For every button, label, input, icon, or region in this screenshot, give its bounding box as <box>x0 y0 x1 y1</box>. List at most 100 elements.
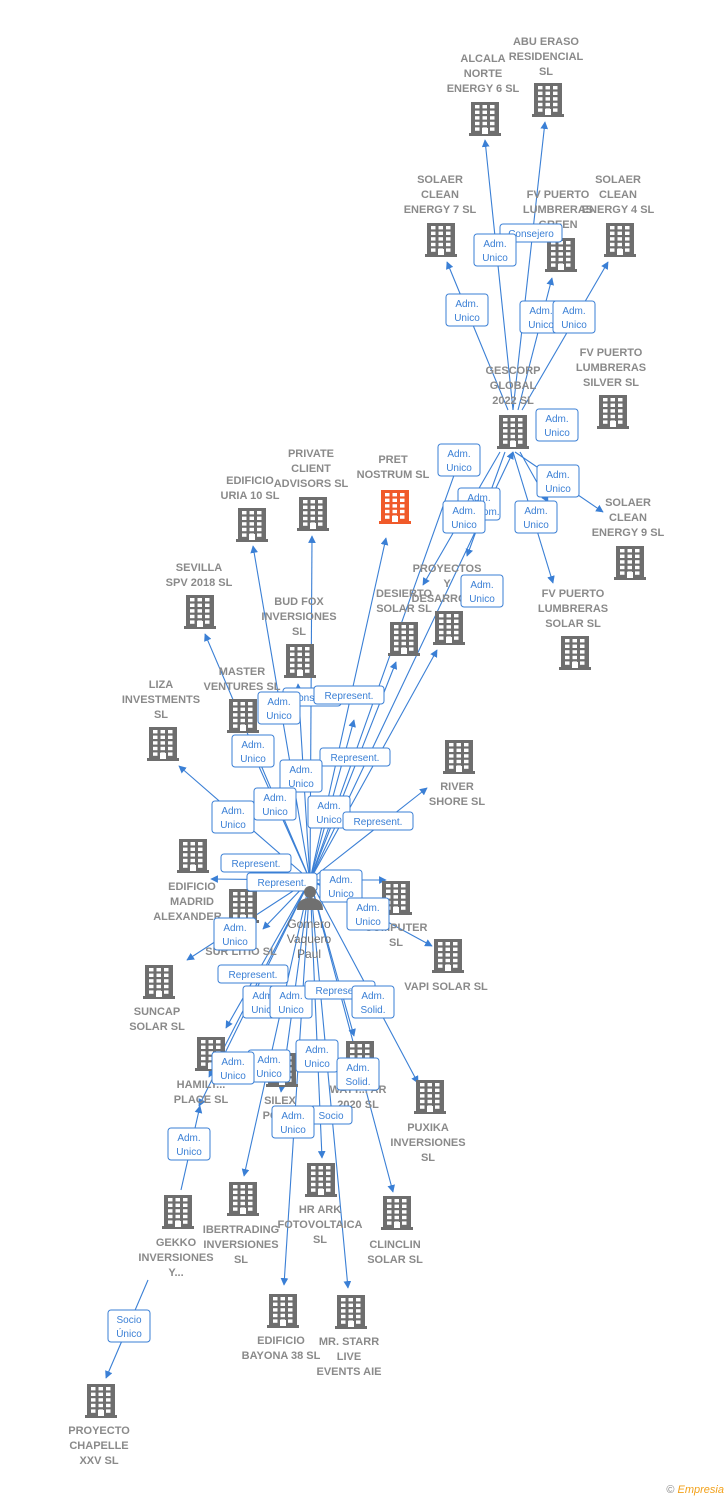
building-icon[interactable] <box>143 965 175 999</box>
building-icon[interactable] <box>162 1195 194 1229</box>
building-icon[interactable] <box>147 727 179 761</box>
relation-tag[interactable]: Represent. <box>246 872 318 892</box>
building-icon[interactable] <box>614 546 646 580</box>
company-label[interactable]: VAPI SOLAR SL <box>404 981 488 993</box>
company-label-line: DESIERTO <box>376 588 432 600</box>
building-icon[interactable] <box>379 490 411 524</box>
relation-tag[interactable]: Adm.Unico <box>445 293 489 327</box>
relation-tag[interactable]: Adm.Solid. <box>336 1057 380 1091</box>
relation-tag[interactable]: Adm.Unico <box>271 1105 315 1139</box>
relation-tag-text: Adm. <box>317 801 340 812</box>
building-icon[interactable] <box>497 415 529 449</box>
building-icon[interactable] <box>469 102 501 136</box>
relation-tag[interactable]: Adm.Unico <box>211 800 255 834</box>
relation-tag[interactable]: Adm.Unico <box>213 917 257 951</box>
relation-tag[interactable]: Adm.Unico <box>253 787 297 821</box>
relation-tag[interactable]: Represent. <box>342 811 414 831</box>
relation-tag[interactable]: Adm.Unico <box>536 464 580 498</box>
relation-tag[interactable]: Adm.Unico <box>460 574 504 608</box>
relation-tag[interactable]: Socio <box>309 1105 353 1125</box>
building-icon[interactable] <box>297 497 329 531</box>
building-icon[interactable] <box>177 839 209 873</box>
relation-tag[interactable]: Represent. <box>217 964 289 984</box>
building-icon[interactable] <box>604 223 636 257</box>
relation-tag-text: Adm. <box>223 923 246 934</box>
relation-tag[interactable]: Adm.Unico <box>295 1039 339 1073</box>
building-icon[interactable] <box>85 1384 117 1418</box>
relation-tag[interactable]: Adm.Unico <box>231 734 275 768</box>
person-icon[interactable] <box>297 886 323 910</box>
relation-tag[interactable]: Adm.Unico <box>442 500 486 534</box>
building-icon[interactable] <box>443 740 475 774</box>
relation-tag[interactable]: Adm.Unico <box>269 985 313 1019</box>
building-icon[interactable] <box>184 595 216 629</box>
relation-tag[interactable]: Adm.Unico <box>519 300 563 334</box>
building-icon[interactable] <box>227 1182 259 1216</box>
relation-tag[interactable]: Adm.Unico <box>279 759 323 793</box>
relation-tag[interactable]: Adm.Unico <box>211 1051 255 1085</box>
relation-edge <box>309 879 352 1289</box>
relation-tag[interactable]: Adm.Unico <box>552 300 596 334</box>
relation-tag[interactable]: Represent. <box>319 747 391 767</box>
relation-tag[interactable]: Adm.Solid. <box>351 985 395 1019</box>
building-icon[interactable] <box>597 395 629 429</box>
company-label[interactable]: FV PUERTOLUMBRERASGREEN <box>523 189 593 231</box>
relation-tag[interactable]: Adm.Unico <box>473 233 517 267</box>
building-icon[interactable] <box>267 1294 299 1328</box>
building-icon[interactable] <box>284 644 316 678</box>
building-icon[interactable] <box>559 636 591 670</box>
building-icon[interactable] <box>425 223 457 257</box>
relation-tag[interactable]: Adm.Unico <box>346 897 390 931</box>
building-icon[interactable] <box>532 83 564 117</box>
building-icon[interactable] <box>227 699 259 733</box>
building-icon[interactable] <box>335 1295 367 1329</box>
relation-tag[interactable]: Represent. <box>313 685 385 705</box>
building-icon[interactable] <box>414 1080 446 1114</box>
building-icon[interactable] <box>236 508 268 542</box>
building-icon[interactable] <box>388 622 420 656</box>
brand-logo[interactable]: Empresia <box>677 1484 724 1496</box>
building-icon[interactable] <box>433 611 465 645</box>
building-icon[interactable] <box>381 1196 413 1230</box>
relation-tag[interactable]: Adm.Unico <box>307 795 351 829</box>
relation-tag[interactable]: Adm.Unico <box>514 500 558 534</box>
relation-tag[interactable]: Adm.Unico <box>437 443 481 477</box>
relation-tag[interactable]: Adm.Unico <box>535 408 579 442</box>
building-icon[interactable] <box>432 939 464 973</box>
building-icon[interactable] <box>305 1163 337 1197</box>
relation-tag[interactable]: Adm.Unico <box>319 869 363 903</box>
relation-tag[interactable]: Adm.Unico <box>167 1127 211 1161</box>
relation-tag[interactable]: Represent. <box>220 853 292 873</box>
building-icon[interactable] <box>545 238 577 272</box>
relation-tag[interactable]: Adm.Unico <box>257 691 301 725</box>
